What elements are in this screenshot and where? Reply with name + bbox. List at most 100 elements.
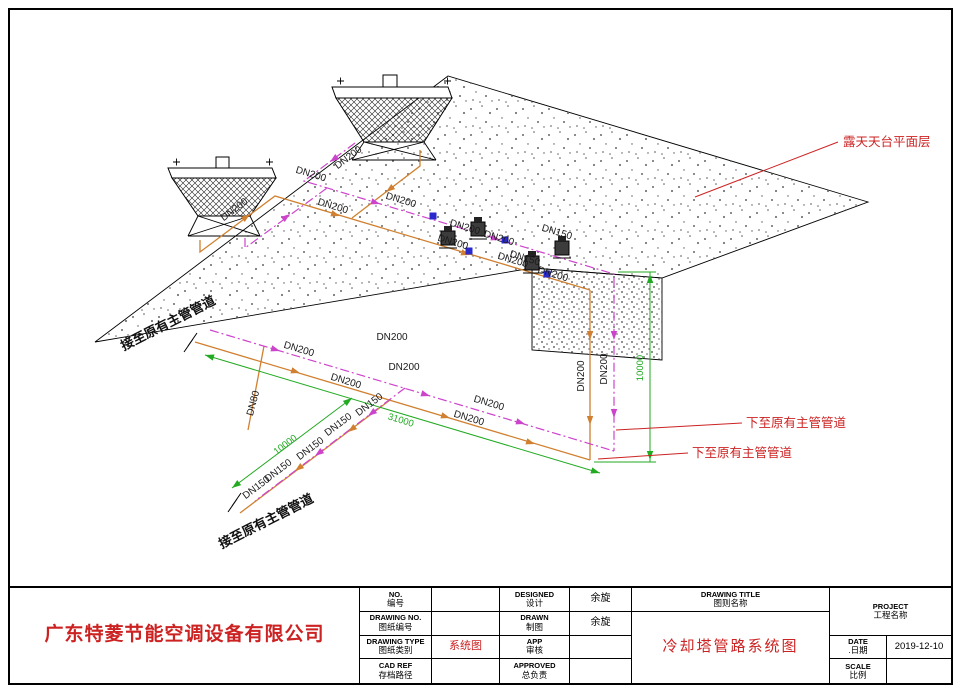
pipe-size-label: DN200 [576,360,587,392]
dimension-lines [204,271,656,491]
date-label: DATE .日期 [830,635,887,659]
scale-value [887,659,951,683]
down-annotation-2: 下至原有主管管道 [692,445,793,460]
dim-line-31000 [204,354,601,474]
value-app [570,635,632,660]
field-label-en: CAD REF [378,661,413,671]
pipe-branch-dn150-2 [254,387,406,502]
cooling-tower-small [167,156,277,237]
pipe-size-label: DN150 [323,411,355,439]
date-cell: DATE .日期 2019-12-10 [830,635,951,660]
date-value: 2019-12-10 [894,640,944,652]
field-label-en: DATE [848,637,868,647]
pipe-tower-large-to-main [302,142,615,451]
field-label-en: DRAWN [520,613,549,623]
pipe-break-icon [183,332,198,353]
field-label-zh: 工程名称 [873,609,908,620]
field-label-en: PROJECT [872,601,909,611]
drawing-type-value: 系统图 [449,639,482,652]
designer-name: 余旋 [590,592,611,604]
field-label-en: DESIGNED [514,589,555,599]
tower-motor [382,74,398,88]
tower-motor [215,156,230,169]
dimension-label-10000-drop: 10000 [635,355,646,381]
valve-icon [543,270,551,278]
sheet-border: DN200 DN200 DN200 DN200 DN200 DN200 DN20… [8,8,953,685]
value-approved [570,659,632,683]
valve-icon [501,236,509,244]
title-block: 广东特菱节能空调设备有限公司 NO. 编号 DRAWING NO. 图纸编号 D… [10,586,951,683]
leader-down-2 [597,452,689,460]
dim-line-10000-branch [231,397,353,489]
valve-group [429,212,551,278]
value-no [432,588,500,612]
field-label-zh: 制图 [525,621,543,632]
pump-icon [523,251,541,274]
pump-icon [469,217,487,240]
value-drawing-no [432,611,500,636]
leader-platform [694,141,839,198]
pump-icon [439,226,457,249]
field-app: APP 审核 [500,635,570,660]
cooling-tower-large [331,74,453,161]
value-drawing-type: 系统图 [432,635,500,660]
field-approved: APPROVED 总负责 [500,659,570,683]
dim-extension-ticks [594,271,656,463]
drawing-area: DN200 DN200 DN200 DN200 DN200 DN200 DN20… [10,10,951,586]
drawing-title-header: DRAWING TITLE 图则名称 [632,588,830,612]
field-label-zh: 图纸类别 [378,645,413,656]
field-drawing-type: DRAWING TYPE 图纸类别 [360,635,432,660]
field-label-zh: 比例 [849,669,867,680]
pump-icon [553,236,571,259]
system-diagram-svg: DN200 DN200 DN200 DN200 DN200 DN200 DN20… [94,74,931,552]
pipe-size-label: DN200 [599,353,610,385]
valve-icon [429,212,437,220]
platform-annotation: 露天天台平面层 [843,134,931,149]
pipe-tower-small-branch [244,187,328,250]
field-label-en: APP [526,637,543,647]
field-label-zh: 存档路径 [378,669,413,680]
field-label-zh: 设计 [525,597,543,608]
company-cell: 广东特菱节能空调设备有限公司 [10,588,360,683]
drafter-name: 余旋 [590,616,611,628]
pipe-dn80 [247,345,265,431]
valve-icon [465,247,473,255]
dimension-label-31000: 31000 [386,411,414,429]
field-cad-ref: CAD REF 存档路径 [360,659,432,683]
field-label-en: DRAWING TYPE [366,637,425,647]
pipe-size-label: DN200 [388,362,420,373]
rooftop-platform [94,75,870,361]
value-designed: 余旋 [570,588,632,612]
pipe-break-icon [227,492,242,513]
connect-existing-note-lower: 接至原有主管管道 [216,491,315,552]
field-label-zh: 编号 [386,597,404,608]
project-header: PROJECT 工程名称 [830,588,951,636]
field-label-en: DRAWING TITLE [700,589,761,599]
down-annotation-1: 下至原有主管管道 [746,415,847,430]
field-label-zh: 审核 [525,645,543,656]
value-drawn: 余旋 [570,611,632,636]
scale-label: SCALE 比例 [830,659,887,683]
pipe-size-label: DN200 [452,409,485,429]
field-label-zh: 图纸编号 [378,621,413,632]
leader-lines [597,141,839,460]
field-label-zh: .日期 [848,645,868,656]
plus-mark-icon [173,158,273,166]
scale-cell: SCALE 比例 [830,659,951,683]
field-drawing-no: DRAWING NO. 图纸编号 [360,611,432,636]
value-cad-ref [432,659,500,683]
field-label-zh: 图则名称 [713,597,748,608]
field-no: NO. 编号 [360,588,432,612]
field-label-en: APPROVED [513,661,556,671]
pipe-size-label: DN150 [295,435,327,463]
field-designed: DESIGNED 设计 [500,588,570,612]
drawing-title-cell: 冷却塔管路系统图 [632,611,830,683]
company-name: 广东特菱节能空调设备有限公司 [44,624,325,646]
field-drawn: DRAWN 制图 [500,611,570,636]
field-label-en: SCALE [845,661,871,671]
field-label-zh: 总负责 [521,669,548,680]
leader-down-1 [615,422,743,431]
plus-mark-icon [337,77,451,85]
field-label-en: DRAWING NO. [369,613,422,623]
